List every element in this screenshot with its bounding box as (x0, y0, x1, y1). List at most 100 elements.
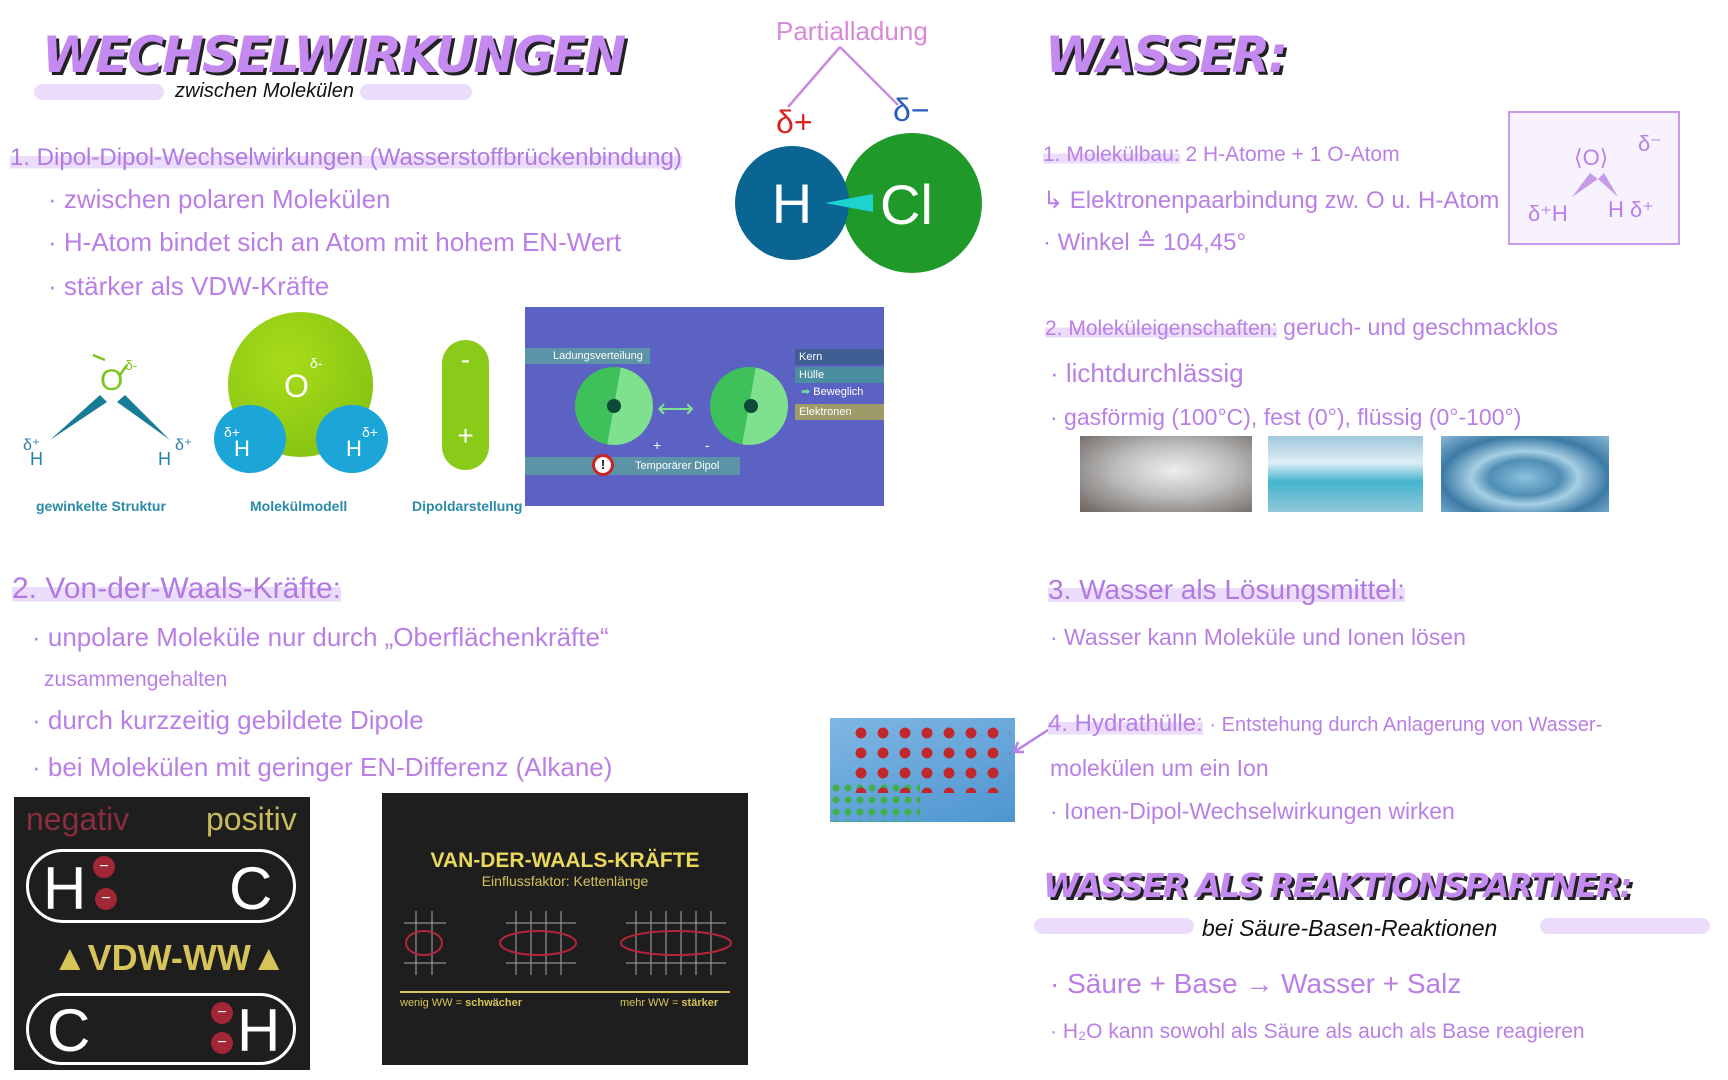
box-h-left: δ⁺H (1528, 201, 1568, 226)
model-h-left: H (234, 436, 250, 461)
atom-right (710, 367, 788, 445)
water-drop-image (1441, 436, 1609, 512)
dist-label: Ladungsverteilung (525, 348, 650, 364)
r-s1-item: ↳ Elektronenpaarbindung zw. O u. H-Atom (1043, 187, 1500, 214)
r-s5-item: · H₂O kann sowohl als Säure als auch als… (1050, 1020, 1585, 1043)
page-title: WECHSELWIRKUNGEN (42, 26, 626, 84)
partial-lines (787, 46, 899, 108)
partial-label: Partialladung (776, 16, 928, 46)
beweglich-label: ➡ Beweglich (801, 386, 864, 398)
page-subtitle: zwischen Molekülen (175, 80, 354, 102)
model-o: O (284, 368, 309, 404)
positiv-label: positiv (206, 801, 297, 837)
h-label: H (771, 171, 813, 235)
bond-wedge (825, 194, 873, 212)
s2-heading: 2. Von-der-Waals-Kräfte: (12, 572, 342, 605)
vdw2-title: VAN-DER-WAALS-KRÄFTE (430, 849, 700, 872)
h-letter: H (237, 997, 281, 1064)
box-o: ⟨O⟩ (1574, 145, 1609, 170)
r-s4-item: · Ionen-Dipol-Wechselwirkungen wirken (1050, 798, 1455, 824)
temp-dipole-label: Temporärer Dipol (525, 457, 740, 475)
weak-label: wenig WW = schwächer (400, 997, 522, 1009)
dipole-bar: - + (442, 340, 489, 470)
up-arrow-icon: ▲ (52, 937, 88, 978)
dipole-plus: + (457, 420, 474, 451)
h-letter: H (43, 855, 87, 922)
r-s4-item: molekülen um ein Ion (1050, 755, 1269, 781)
double-arrow-icon: ⟷ (657, 393, 695, 423)
hydrogen-ball-left (214, 405, 286, 473)
warning-icon: ! (592, 454, 614, 476)
ice-image (1268, 436, 1423, 512)
c-letter: C (229, 855, 273, 922)
s2-item: zusammengehalten (44, 668, 228, 691)
r-s2-item: · lichtdurchlässig (1050, 358, 1244, 388)
s2-item: · durch kurzzeitig gebildete Dipole (32, 705, 424, 735)
s2-item: · bei Molekülen mit geringer EN-Differen… (32, 752, 613, 782)
vdw-chain-length-figure: VAN-DER-WAALS-KRÄFTE Einflussfaktor: Ket… (382, 793, 748, 1065)
elektronen-label: Elektronen (795, 404, 884, 420)
s1-heading: 1. Dipol-Dipol-Wechselwirkungen (Wassers… (10, 144, 682, 171)
caption-structure: gewinkelte Struktur (36, 498, 166, 514)
svg-text:H: H (158, 449, 171, 465)
cl-label: Cl (880, 173, 933, 236)
hydration-image (830, 718, 1015, 822)
minus-badge: − (211, 1032, 233, 1054)
molecule-bottom: C H − − (26, 993, 296, 1065)
box-dminus: δ⁻ (1638, 131, 1662, 156)
s1-item: · zwischen polaren Molekülen (48, 184, 391, 214)
r-s3-item: · Wasser kann Moleküle und Ionen lösen (1050, 624, 1466, 650)
steam-image (1080, 436, 1252, 512)
vdw2-subtitle: Einflussfaktor: Kettenlänge (481, 873, 649, 889)
caption-model: Molekülmodell (250, 498, 348, 514)
reaction-title: WASSER ALS REAKTIONSPARTNER: (1043, 866, 1633, 905)
r-s3-heading: 3. Wasser als Lösungsmittel: (1048, 574, 1405, 605)
r-s4-heading: 4. Hydrathülle: · Entstehung durch Anlag… (1048, 710, 1603, 737)
r-s1-heading: 1. Molekülbau: 2 H-Atome + 1 O-Atom (1043, 143, 1400, 166)
h-atom: H (735, 146, 849, 260)
model-h-charge-right: δ+ (362, 424, 378, 440)
vdw-ww-label: ▲VDW-WW▲ (52, 937, 287, 978)
minus-badge: − (95, 888, 117, 910)
title2-underline-left (1034, 918, 1194, 934)
r-s2-heading: 2. Moleküleigenschaften: geruch- und ges… (1045, 314, 1559, 340)
model-h-charge-left: δ+ (224, 424, 240, 440)
r-s2-item: · gasförmig (100°C), fest (0°), flüssig … (1050, 404, 1522, 430)
strength-arrow (400, 991, 730, 993)
hydrogen-ball-right (316, 405, 388, 473)
delta-plus: δ+ (776, 104, 813, 140)
temporary-dipole-figure: Ladungsverteilung Kern Hülle ➡ Beweglich… (525, 307, 884, 506)
arrow-icon (1012, 728, 1049, 754)
s2-item: · unpolare Moleküle nur durch „Oberfläch… (32, 622, 609, 652)
dipole-minus: - (460, 344, 471, 375)
up-arrow-icon: ▲ (250, 937, 287, 978)
plus-sign: + (653, 437, 662, 453)
c-letter: C (47, 997, 91, 1064)
title2-underline-right (1540, 918, 1710, 934)
strong-label: mehr WW = stärker (620, 997, 719, 1009)
title-underline-left (34, 84, 164, 100)
svg-text:H: H (30, 449, 43, 465)
box-h-right: H δ⁺ (1608, 197, 1654, 222)
r-s1-item: · Winkel ≙ 104,45° (1043, 229, 1247, 256)
water-angled-structure: O δ- δ⁺H δ⁺H (23, 353, 192, 465)
svg-text:O: O (100, 364, 123, 397)
title-underline-right (360, 84, 472, 100)
vdw-polarity-figure: negativ positiv H C − − ▲VDW-WW▲ C H − − (14, 797, 310, 1070)
atom-left (575, 367, 653, 445)
water-sketch-box: ⟨O⟩ δ⁻ δ⁺H H δ⁺ (1508, 111, 1680, 245)
svg-text:δ-: δ- (125, 357, 138, 373)
box-bonds (1572, 173, 1618, 197)
reaction-subtitle: bei Säure-Basen-Reaktionen (1202, 915, 1498, 941)
model-h-right: H (346, 436, 362, 461)
r-s5-item: · Säure + Base → Wasser + Salz (1050, 968, 1462, 999)
minus-badge: − (211, 1002, 233, 1024)
molecule-top: H C − − (26, 849, 296, 923)
arrow-right-icon: ➡ (801, 386, 811, 398)
huelle-label: Hülle (795, 367, 884, 383)
wasser-title: WASSER: (1045, 26, 1288, 84)
caption-dipole: Dipoldarstellung (412, 498, 523, 514)
minus-badge: − (93, 856, 115, 878)
minus-sign: - (705, 437, 710, 453)
svg-text:δ⁺: δ⁺ (23, 437, 40, 454)
